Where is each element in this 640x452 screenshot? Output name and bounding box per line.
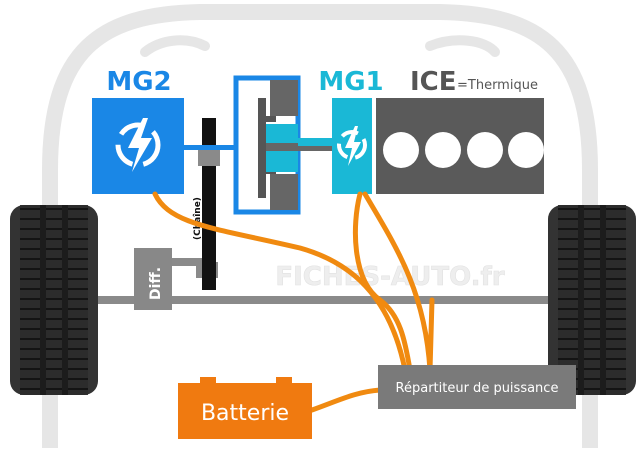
- wheel-right: [548, 205, 636, 395]
- ice-unit: ICE =Thermique: [376, 67, 544, 194]
- car-body-outline: [42, 4, 598, 448]
- differential-box: [134, 248, 172, 310]
- chain-sprocket-top: [198, 150, 220, 166]
- cable-ice-splitter: [427, 297, 435, 373]
- diff-connector: [160, 258, 210, 266]
- cylinder-2: [425, 132, 461, 168]
- ring-gear-bottom: [270, 174, 298, 210]
- wheel-left: [10, 205, 98, 395]
- cable-chain-splitter: [352, 191, 413, 373]
- mg2-unit: MG2: [92, 67, 184, 194]
- main-shaft: [266, 143, 372, 151]
- axle: [60, 296, 560, 304]
- mg2-label: MG2: [106, 67, 171, 97]
- cable-battery-splitter: [309, 387, 383, 413]
- ring-gear-top: [270, 80, 298, 116]
- carrier-top: [262, 116, 276, 122]
- car-hood-curve-right: [425, 35, 500, 57]
- power-cables: [152, 191, 435, 413]
- planet-carrier: [258, 98, 266, 198]
- ice-label: ICE: [410, 67, 457, 97]
- diff-label: Diff.: [148, 267, 164, 300]
- battery-label: Batterie: [201, 401, 289, 426]
- mg1-label: MG1: [318, 67, 383, 97]
- cylinder-4: [508, 132, 544, 168]
- car-hood-curve-left: [140, 35, 210, 57]
- cylinder-1: [383, 132, 419, 168]
- power-splitter-box: [378, 365, 576, 409]
- mg1-unit: MG1: [318, 67, 384, 194]
- splitter-label: Répartiteur de puissance: [396, 381, 559, 396]
- battery-unit: Batterie: [178, 377, 312, 439]
- chain: [202, 118, 216, 290]
- lightning-bolt-icon: [337, 126, 367, 166]
- battery-terminal-right: [276, 377, 292, 385]
- cable-mg1-splitter: [362, 191, 433, 373]
- watermark: FICHES-AUTO.fr: [275, 262, 504, 292]
- chain-label: (Chaîne): [193, 197, 203, 240]
- mg1-shaft: [298, 138, 334, 146]
- battery-terminal-left: [200, 377, 216, 385]
- cable-mg2-splitter: [152, 191, 408, 373]
- lightning-bolt-icon: [115, 118, 161, 172]
- cylinder-3: [467, 132, 503, 168]
- ice-sublabel: =Thermique: [457, 78, 538, 93]
- battery-box: [178, 383, 312, 439]
- mg2-shaft: [184, 145, 234, 150]
